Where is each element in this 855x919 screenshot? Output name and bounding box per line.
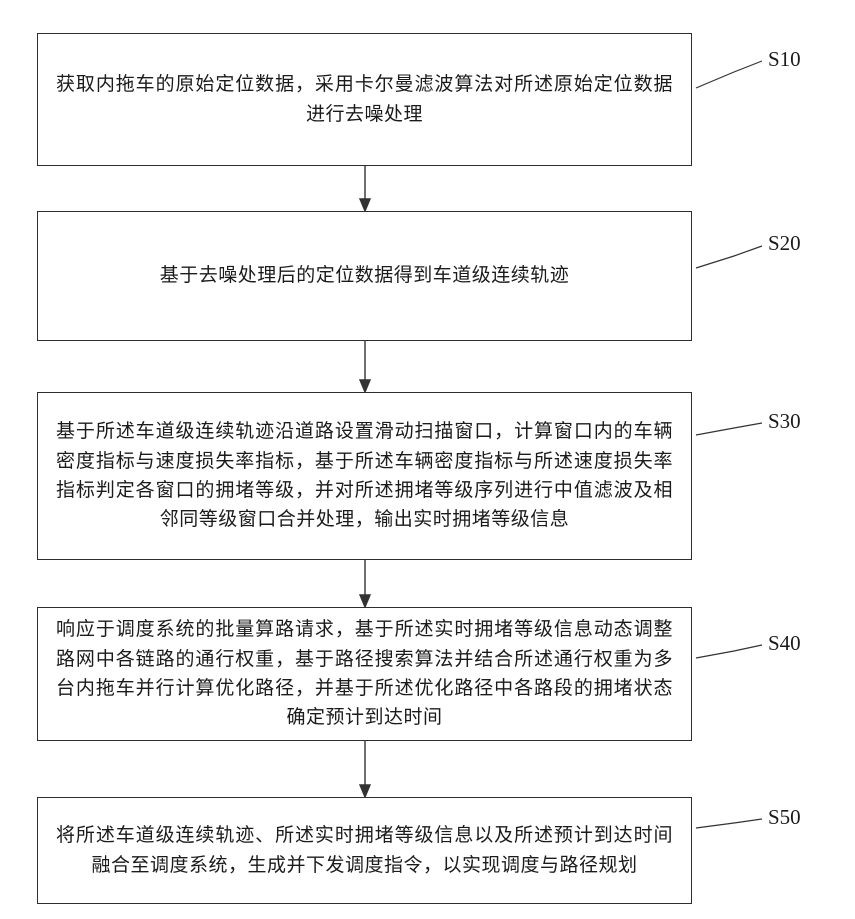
step-label-s10: S10 [768, 47, 801, 71]
step-text-s30: 基于所述车道级连续轨迹沿道路设置滑动扫描窗口，计算窗口内的车辆密度指标与速度损失… [56, 421, 673, 531]
leader-line-s20 [695, 245, 763, 269]
arrow-down-icon [358, 198, 372, 213]
step-box-s30: 基于所述车道级连续轨迹沿道路设置滑动扫描窗口，计算窗口内的车辆密度指标与速度损失… [37, 392, 692, 560]
step-text-s50: 将所述车道级连续轨迹、所述实时拥堵等级信息以及所述预计到达时间融合至调度系统，生… [56, 825, 673, 876]
arrow-down-icon [358, 379, 372, 394]
step-box-s50: 将所述车道级连续轨迹、所述实时拥堵等级信息以及所述预计到达时间融合至调度系统，生… [37, 797, 692, 904]
step-label-s50: S50 [768, 805, 801, 829]
leader-line-s30 [695, 422, 763, 436]
step-text-s20: 基于去噪处理后的定位数据得到车道级连续轨迹 [159, 265, 570, 287]
step-box-s20: 基于去噪处理后的定位数据得到车道级连续轨迹 [37, 211, 692, 341]
step-text-s40: 响应于调度系统的批量算路请求，基于所述实时拥堵等级信息动态调整路网中各链路的通行… [56, 619, 673, 729]
leader-line-s50 [695, 818, 763, 829]
step-box-s40: 响应于调度系统的批量算路请求，基于所述实时拥堵等级信息动态调整路网中各链路的通行… [37, 607, 692, 741]
step-box-s10: 获取内拖车的原始定位数据，采用卡尔曼滤波算法对所述原始定位数据进行去噪处理 [37, 33, 692, 166]
step-text-s10: 获取内拖车的原始定位数据，采用卡尔曼滤波算法对所述原始定位数据进行去噪处理 [56, 74, 673, 125]
leader-line-s40 [695, 644, 763, 659]
leader-line-s10 [695, 60, 763, 89]
step-label-s30: S30 [768, 409, 801, 433]
arrow-down-icon [358, 594, 372, 609]
step-label-s40: S40 [768, 631, 801, 655]
arrow-down-icon [358, 784, 372, 799]
step-label-s20: S20 [768, 231, 801, 255]
